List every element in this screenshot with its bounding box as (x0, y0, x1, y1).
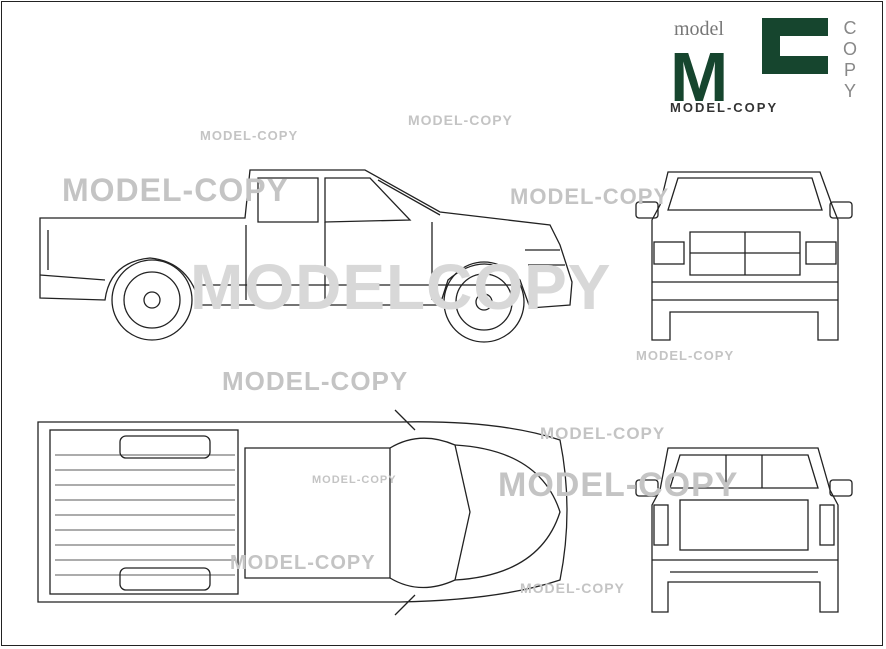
watermark: MODEL-COPY (520, 580, 625, 596)
watermark: MODEL-COPY (408, 112, 513, 128)
watermark: MODEL-COPY (636, 348, 735, 363)
top-view (37, 409, 568, 616)
side-view (39, 169, 573, 343)
watermark: MODEL-COPY (222, 366, 409, 396)
watermark: MODEL-COPY (540, 424, 666, 443)
logo-small-text: model (674, 18, 724, 40)
watermark: MODEL-COPY (498, 466, 739, 504)
front-view (635, 171, 853, 341)
watermark: MODEL-COPY (312, 474, 397, 486)
watermark: MODEL-COPY (230, 552, 376, 574)
logo-side-text: COPY (842, 18, 857, 101)
watermark: MODEL-COPY (62, 172, 289, 208)
watermark: MODEL-COPY (510, 184, 670, 209)
watermark: MODEL-COPY (200, 128, 299, 143)
rear-view (635, 447, 853, 613)
logo-c (762, 18, 828, 74)
model-copy-logo: model M COPY MODEL-COPY (664, 14, 874, 118)
logo-m: M (670, 38, 728, 116)
watermark: MODELCOPY (190, 251, 612, 323)
logo-bottom-text: MODEL-COPY (670, 100, 779, 115)
